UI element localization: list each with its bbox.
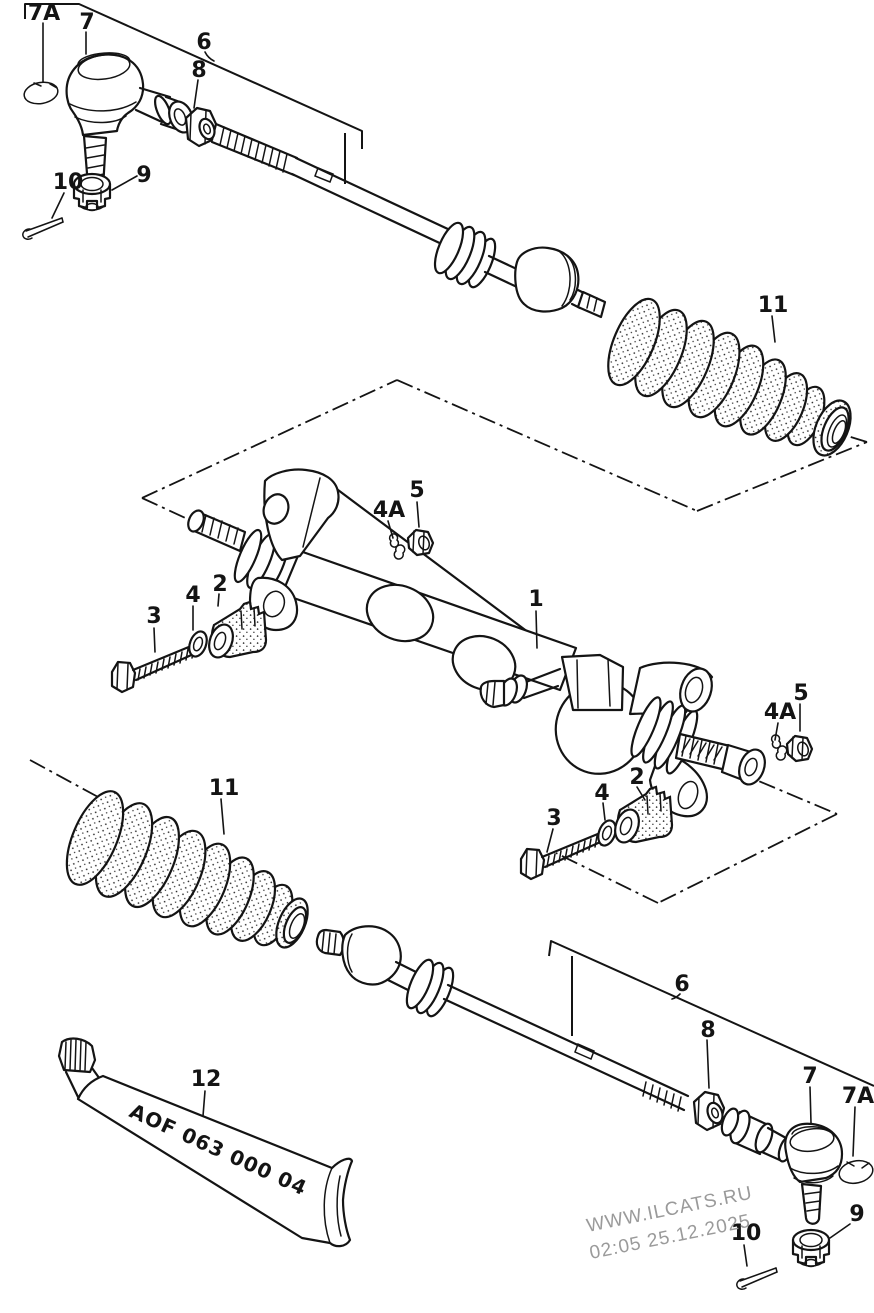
lock-nut-left	[406, 528, 435, 557]
tie-rod-assembly-bottom	[65, 790, 874, 1290]
part-label-7-bottom[interactable]: 7	[802, 1064, 817, 1089]
part-label-7-top[interactable]: 7	[79, 10, 94, 35]
assembly-bracket-bottom	[548, 940, 874, 1087]
part-label-7a-top[interactable]: 7A	[28, 1, 60, 26]
cotter-pin-top	[22, 217, 64, 240]
boot-top	[607, 297, 852, 457]
part-label-2-right[interactable]: 2	[629, 765, 644, 790]
castle-nut-bottom	[791, 1228, 831, 1268]
circlip-top	[23, 81, 59, 105]
part-label-10-bottom[interactable]: 10	[731, 1221, 762, 1246]
part-label-7a-bottom[interactable]: 7A	[842, 1084, 874, 1109]
part-label-4-left[interactable]: 4	[185, 583, 200, 608]
tie-rod-end-top	[65, 52, 194, 193]
part-label-6-top[interactable]: 6	[196, 30, 211, 55]
tie-rod-assembly-top	[22, 52, 852, 457]
part-label-8-top[interactable]: 8	[191, 58, 206, 83]
part-label-8-bottom[interactable]: 8	[700, 1018, 715, 1043]
nut-top	[184, 106, 219, 148]
part-label-6-bottom[interactable]: 6	[674, 972, 689, 997]
tie-rod-shaft-bottom	[315, 925, 690, 1112]
nut-bottom	[692, 1090, 727, 1132]
part-label-4-right[interactable]: 4	[594, 781, 609, 806]
callout-labels: 7A 7 6 8 9 10 11 4A 5 1 2 4 3 4A 5 2 4 3…	[28, 1, 874, 1246]
rack-end-left	[479, 667, 562, 709]
rack-end-right	[674, 732, 766, 786]
part-label-10-top[interactable]: 10	[53, 170, 84, 195]
bushing-right	[609, 785, 674, 847]
mount-lug-top	[262, 468, 340, 562]
washer-left	[184, 627, 212, 661]
s-clip-right	[770, 734, 788, 761]
pinion-shaft	[187, 509, 247, 553]
lock-nut-right	[785, 734, 814, 763]
circlip-bottom	[838, 1159, 874, 1185]
steering-gear	[110, 468, 814, 881]
part-label-11-top[interactable]: 11	[758, 293, 789, 318]
part-label-2-left[interactable]: 2	[212, 572, 227, 597]
tie-rod-shaft-top	[210, 122, 607, 319]
cotter-pin-bottom	[736, 1267, 778, 1290]
part-label-5-right[interactable]: 5	[793, 681, 808, 706]
watermark: WWW.ILCATS.RU 02:05 25.12.2025	[585, 1183, 755, 1264]
gear-housing-right	[554, 653, 714, 818]
group-frame-dashdot	[29, 379, 868, 904]
part-label-9-bottom[interactable]: 9	[849, 1202, 864, 1227]
clamp-sleeve-bottom	[720, 1107, 795, 1163]
tie-rod-end-bottom	[784, 1122, 844, 1225]
part-label-3-right[interactable]: 3	[546, 806, 561, 831]
part-label-3-left[interactable]: 3	[146, 604, 161, 629]
part-label-4a-left[interactable]: 4A	[373, 498, 405, 523]
leader-lines	[42, 22, 856, 1267]
part-label-5-left[interactable]: 5	[409, 478, 424, 503]
part-label-1[interactable]: 1	[528, 587, 543, 612]
bushing-left	[203, 600, 268, 662]
part-label-12[interactable]: 12	[191, 1067, 222, 1092]
assembly-bracket-top	[24, 3, 363, 184]
part-label-11-bottom[interactable]: 11	[209, 776, 240, 801]
part-label-9-top[interactable]: 9	[136, 163, 151, 188]
part-label-4a-right[interactable]: 4A	[764, 700, 796, 725]
boot-bottom	[65, 790, 309, 949]
